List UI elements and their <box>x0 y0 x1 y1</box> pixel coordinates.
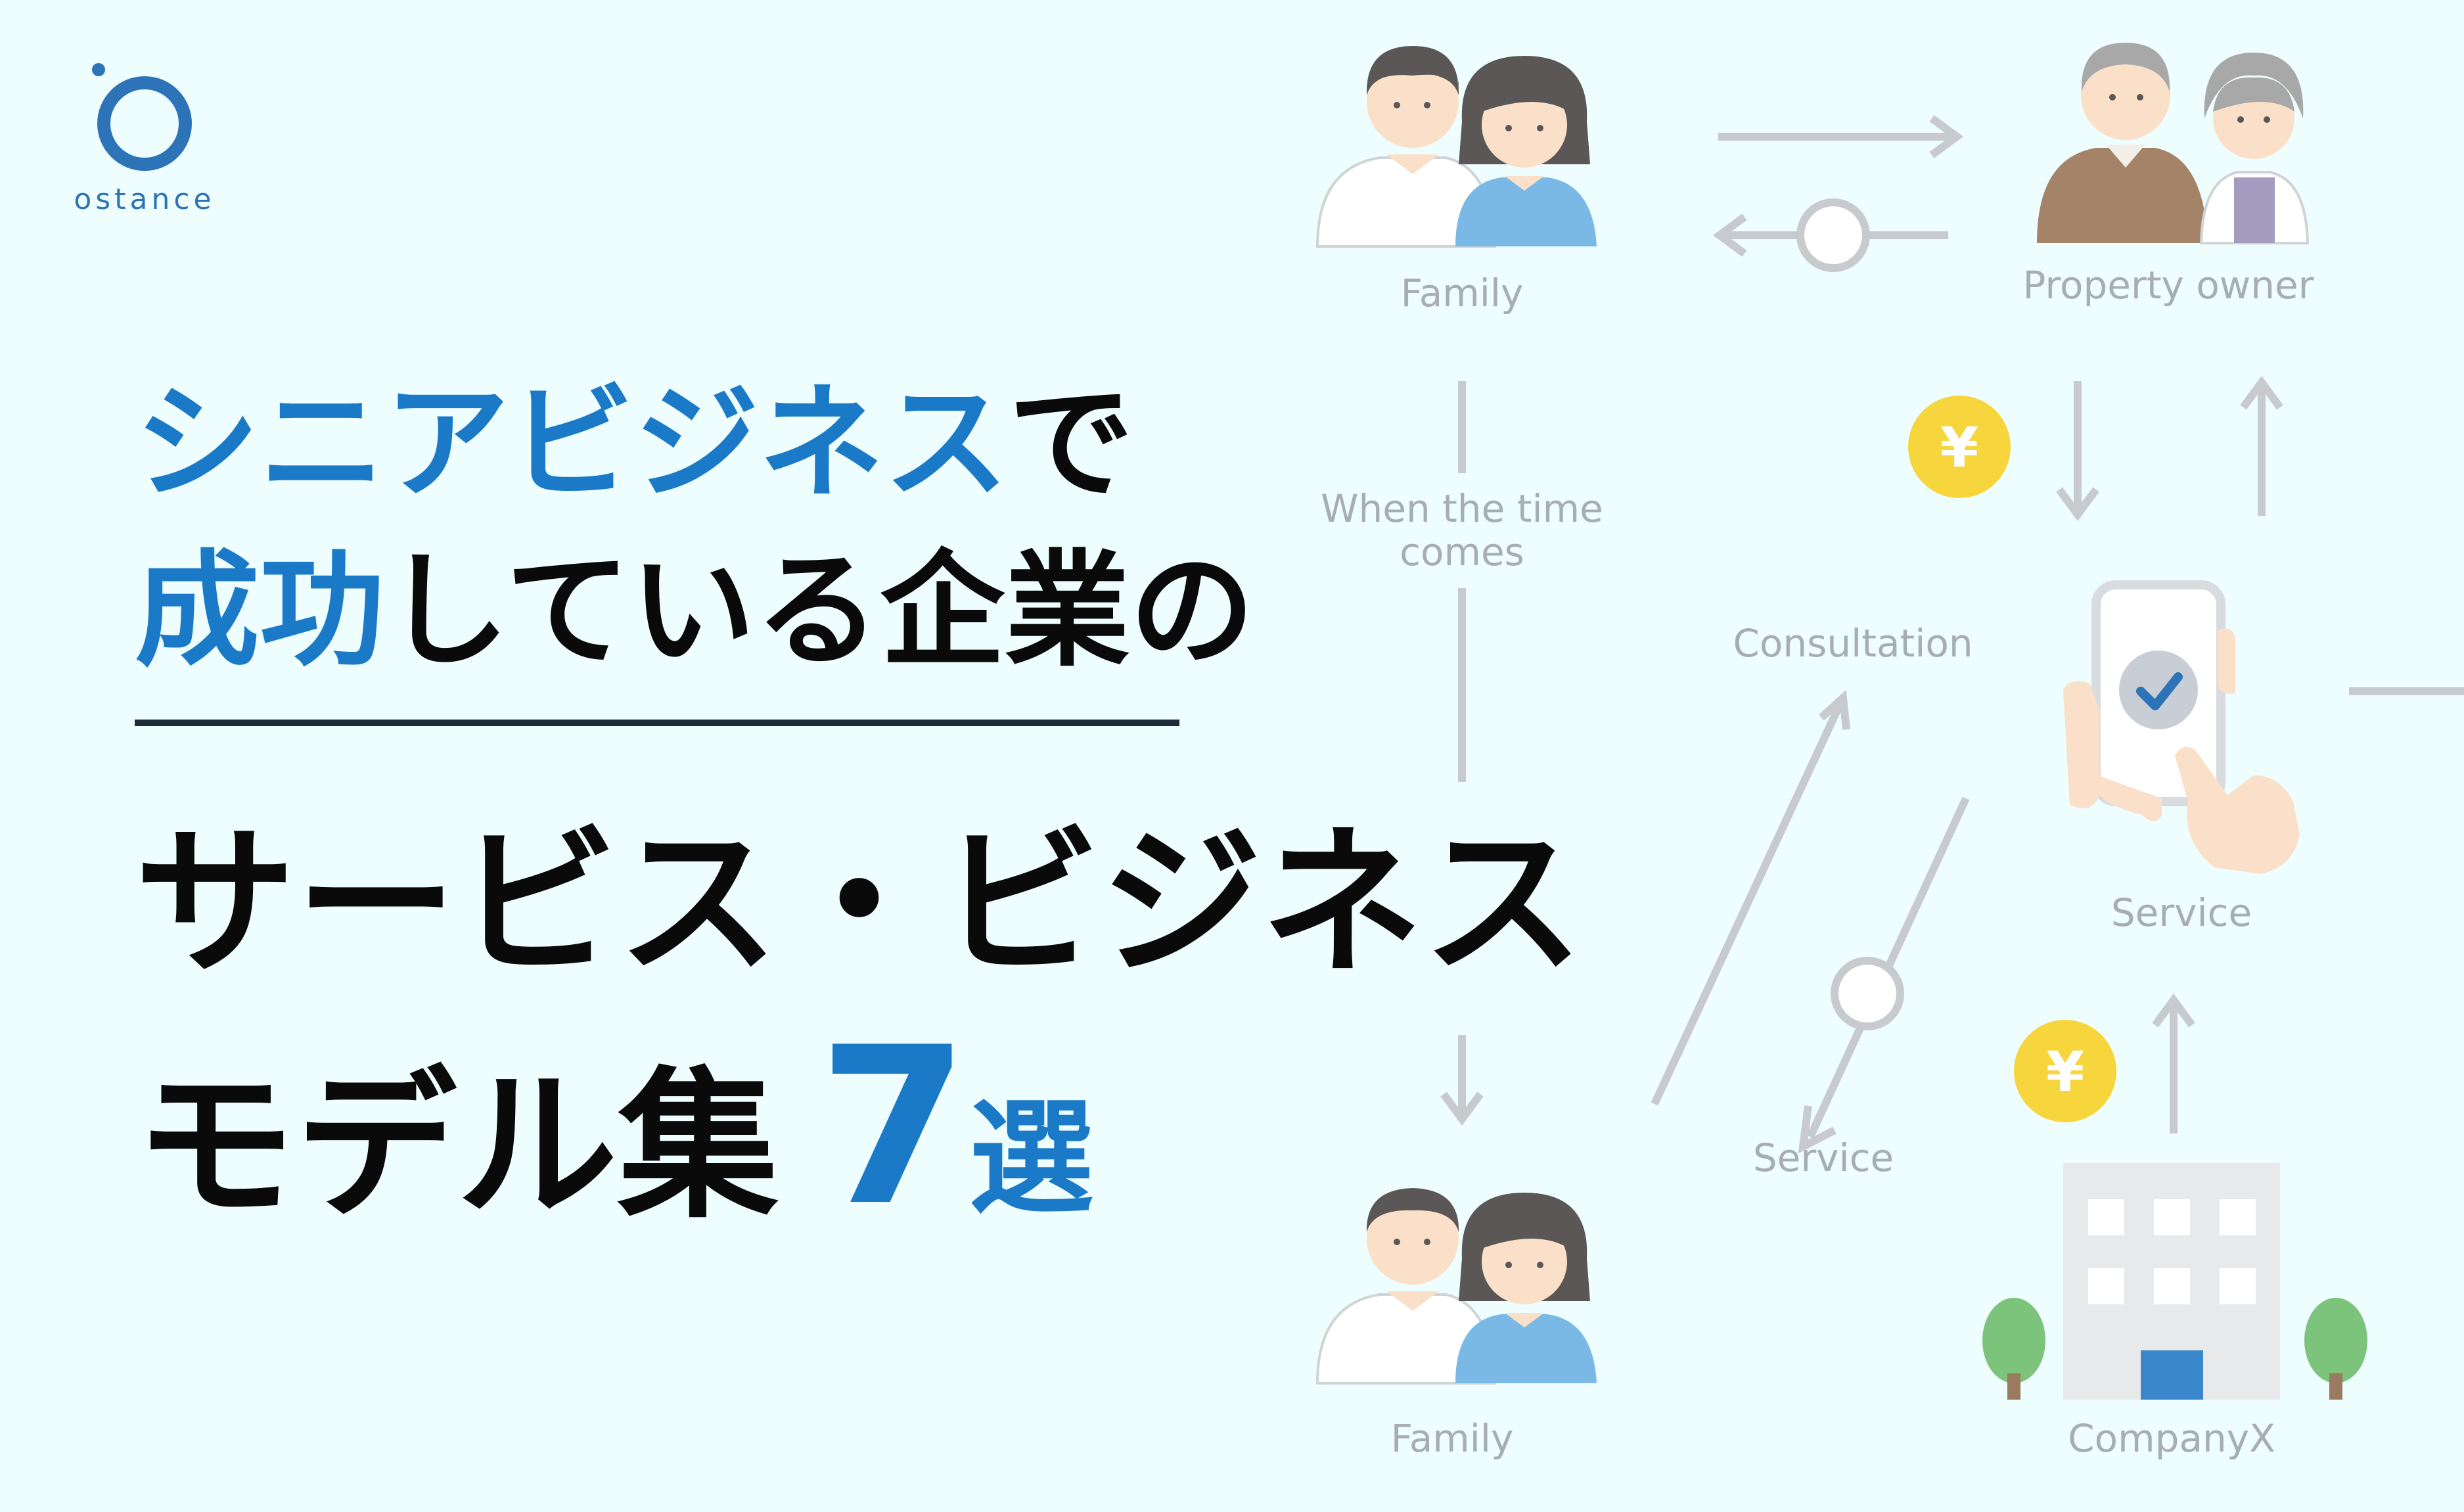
headline-number: 7 <box>818 1001 969 1253</box>
business-model-diagram: ¥ ¥ Family Property owner When the time … <box>1235 0 2464 1509</box>
yen-coin-icon <box>2014 1020 2116 1122</box>
headline-line-2-rest: している企業の <box>384 538 1255 683</box>
smartphone-hand-icon <box>2063 580 2300 874</box>
headline-divider <box>135 720 1179 726</box>
headline-line-1-highlight: シニアビジネス <box>135 371 1009 516</box>
label-when-time-comes-1: When the time <box>1321 486 1603 531</box>
label-service-right: Service <box>2110 890 2252 935</box>
ostance-logo-mark-icon <box>92 63 192 171</box>
label-consultation: Consultation <box>1733 621 1973 666</box>
brand-name: ostance <box>74 183 216 216</box>
diagram-graphics <box>1315 43 2464 1400</box>
label-family-bottom: Family <box>1390 1416 1514 1461</box>
headline-suffix: 選 <box>969 1086 1094 1231</box>
office-building-icon <box>2063 1163 2280 1400</box>
tree-icon <box>2304 1298 2367 1400</box>
headline-line-1-rest: で <box>1009 371 1134 516</box>
label-company: CompanyX <box>2068 1416 2275 1461</box>
headline-line-4-text: モデル集 <box>135 1053 779 1240</box>
label-property-owner: Property owner <box>2022 263 2314 308</box>
label-service-middle: Service <box>1752 1135 1894 1180</box>
label-family-top: Family <box>1400 271 1524 315</box>
headline-line-3: サービス・ビジネス <box>135 810 1584 997</box>
family-icon <box>1315 1188 1597 1385</box>
tree-icon <box>1982 1298 2045 1400</box>
family-icon <box>1315 46 1597 248</box>
yen-symbol-top: ¥ <box>1940 415 1979 480</box>
label-when-time-comes-2: comes <box>1400 530 1524 574</box>
headline-line-1: シニアビジネスで <box>135 368 1699 519</box>
yen-symbol-bottom: ¥ <box>2045 1040 2085 1104</box>
headline-line-2: 成功している企業の <box>135 536 1699 687</box>
elderly-couple-icon <box>2037 43 2310 244</box>
ostance-logo: ostance <box>72 58 217 216</box>
yen-coin-icon <box>1908 396 2011 498</box>
headline-line-2-highlight: 成功 <box>135 538 385 683</box>
